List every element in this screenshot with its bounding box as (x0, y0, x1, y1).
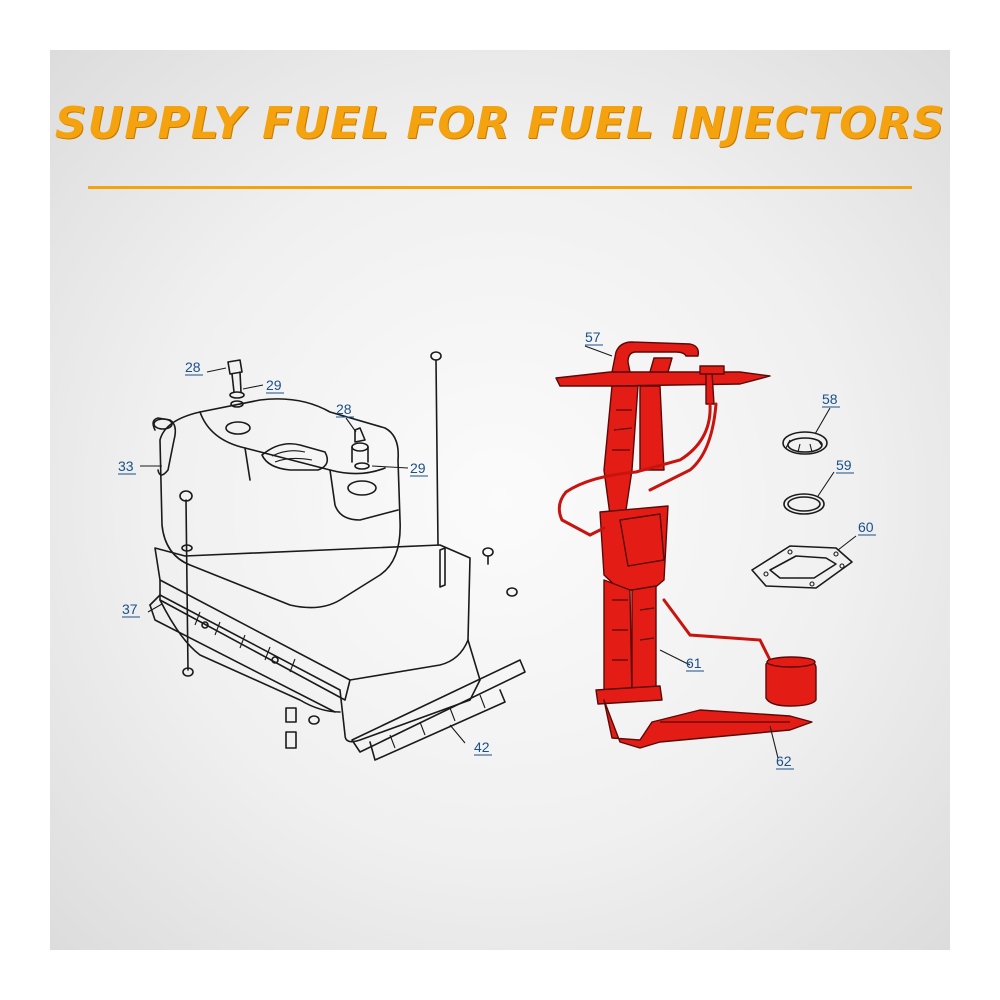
right-leaders (584, 345, 857, 759)
page-title: SUPPLY FUEL FOR FUEL INJECTORS (54, 98, 946, 149)
fuel-tank-assembly (149, 351, 526, 761)
callout-58: 58 (822, 391, 838, 407)
title-underline (88, 186, 912, 189)
callout-60: 60 (858, 519, 874, 535)
flange-gasket (751, 545, 853, 589)
callout-28-left: 28 (185, 359, 201, 375)
background-panel (50, 50, 950, 950)
callout-59: 59 (836, 457, 852, 473)
left-leaders (140, 367, 466, 744)
callout-61: 61 (686, 655, 702, 671)
callout-33: 33 (118, 458, 134, 474)
lock-ring (782, 431, 828, 455)
callout-29-right: 29 (410, 460, 426, 476)
callout-37: 37 (122, 601, 138, 617)
callout-underlines (118, 344, 876, 770)
callout-29-left: 29 (266, 377, 282, 393)
callout-62: 62 (776, 753, 792, 769)
callout-28-right: 28 (336, 401, 352, 417)
o-ring-seal (783, 493, 825, 515)
callout-57: 57 (585, 329, 601, 345)
fuel-pump-module (555, 341, 817, 749)
callout-42: 42 (474, 739, 490, 755)
